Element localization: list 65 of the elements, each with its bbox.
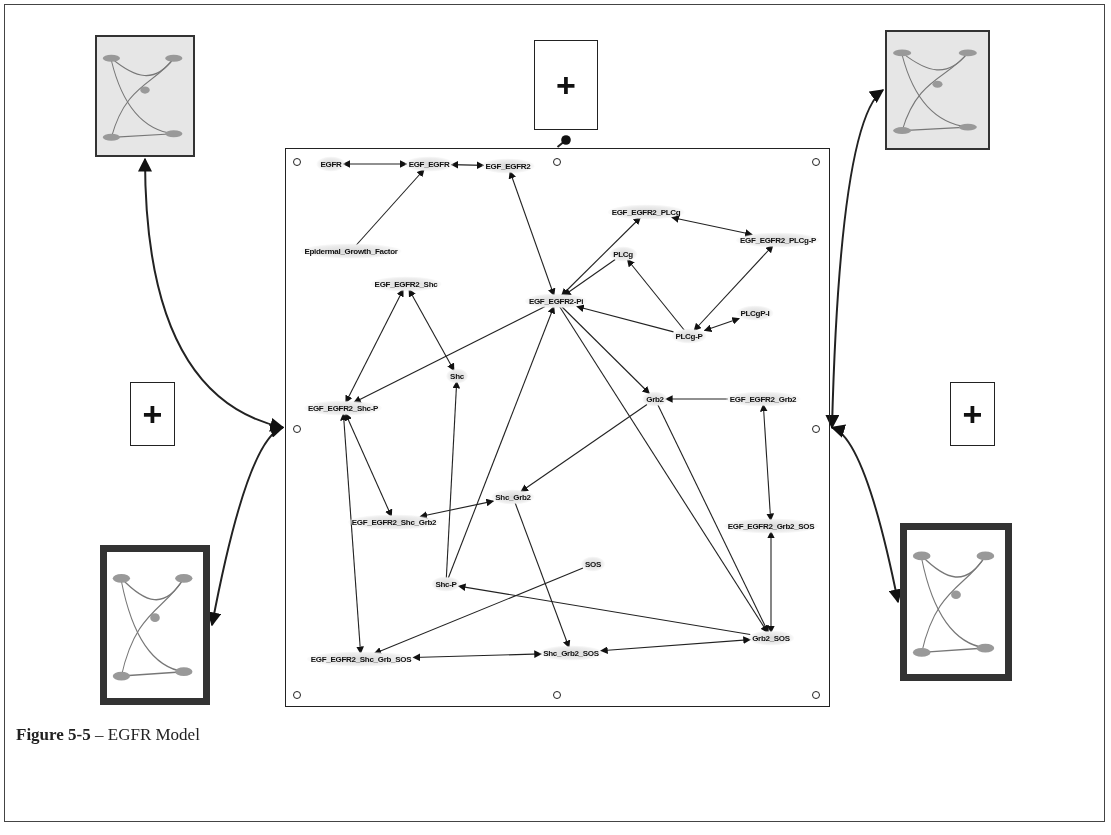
connector-arrow [373, 567, 584, 655]
thumbnail-picture [885, 30, 990, 150]
connector-arrow [558, 305, 769, 634]
thumbnail-picture [900, 523, 1012, 681]
connector-arrow [693, 244, 774, 332]
connector-arrow [340, 412, 364, 655]
connector-arrow [563, 258, 616, 297]
species-node: Shc [446, 368, 468, 384]
species-node: EGF_EGFR2_Grb2 [725, 391, 801, 407]
species-node: Grb2_SOS [748, 630, 794, 646]
connector-arrow [664, 395, 729, 403]
connector-arrow [767, 530, 775, 634]
species-node: PLCgP-I [736, 305, 774, 321]
species-node: Shc_Grb2_SOS [539, 645, 603, 661]
connector-arrow [445, 380, 461, 580]
connector-arrow [657, 403, 769, 634]
species-node: EGF_EGFR2_Shc-P [303, 400, 383, 416]
species-node: Shc-P [431, 576, 461, 592]
connector-arrow [355, 168, 425, 247]
species-node: EGF_EGFR2-Pi [524, 293, 588, 309]
connector-arrow [342, 160, 408, 168]
connector-arrow [138, 157, 285, 431]
connector-arrow [600, 636, 751, 655]
species-node: PLCg [609, 246, 637, 262]
species-node: SOS [581, 556, 605, 572]
species-node: Shc_Grb2 [491, 489, 535, 505]
connector-arrow [345, 288, 404, 404]
species-node: EGF_EGFR2_PLCg-P [735, 232, 821, 248]
connector-arrow [419, 498, 495, 519]
species-node: EGF_EGFR [404, 156, 454, 172]
species-node: PLCg-P [671, 328, 707, 344]
species-node: Grb2 [642, 391, 668, 407]
species-node: EGF_EGFR2 [481, 158, 535, 174]
species-node: EGFR [316, 156, 346, 172]
add-button: + [950, 382, 995, 446]
add-button: + [130, 382, 175, 446]
species-node: EGF_EGFR2_Shc_Grb_SOS [306, 651, 416, 667]
connector-arrow [561, 305, 650, 395]
connector-arrow [508, 170, 556, 297]
connector-arrow [450, 160, 485, 170]
model-canvas [285, 148, 830, 707]
species-node: EGF_EGFR2_Shc [370, 276, 442, 292]
connector-arrow [457, 583, 751, 636]
connector-arrow [412, 650, 542, 662]
connector-arrow [344, 412, 393, 518]
connector-arrow [353, 305, 546, 404]
thumbnail-picture [100, 545, 210, 705]
species-node: EGF_EGFR2_PLCg [607, 204, 685, 220]
add-button: + [534, 40, 598, 130]
connector-arrow [626, 258, 686, 332]
connector-arrow [520, 403, 648, 493]
connector-arrow [447, 305, 555, 580]
thumbnail-picture [95, 35, 195, 157]
connector-arrow [576, 304, 675, 333]
connector-arrow [408, 288, 455, 372]
connector-arrow [514, 501, 571, 649]
connector-arrow [825, 89, 884, 429]
connector-arrow [671, 215, 753, 237]
species-node: EGF_EGFR2_Grb2_SOS [723, 518, 819, 534]
figure-caption: Figure 5-5 – EGFR Model [16, 725, 200, 745]
species-node: Epidermal_Growth_Factor [300, 243, 402, 259]
connector-arrow [561, 216, 641, 297]
connector-arrow [703, 317, 740, 332]
species-node: EGF_EGFR2_Shc_Grb2 [347, 514, 441, 530]
connector-arrow [759, 403, 775, 522]
